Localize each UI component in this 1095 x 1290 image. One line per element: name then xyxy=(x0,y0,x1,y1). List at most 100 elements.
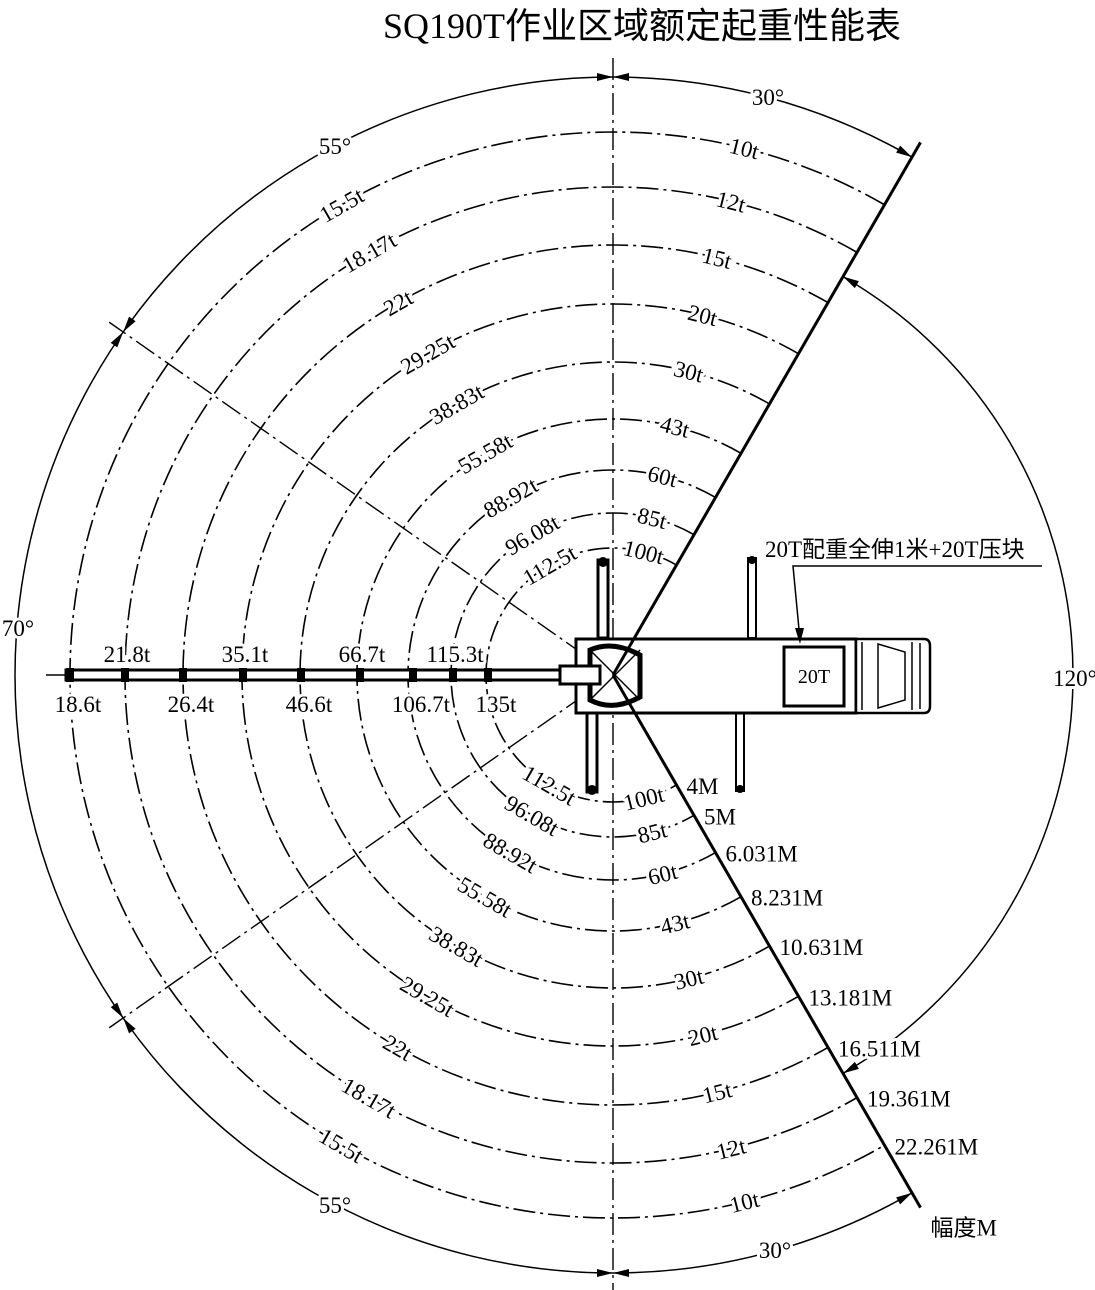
boom-section-joint xyxy=(121,668,129,682)
load-label-top-right: 10t xyxy=(727,133,762,165)
dimension-arrow-icon xyxy=(843,276,859,289)
load-label-front: 46.6t xyxy=(286,692,333,717)
radius-label: 22.261M xyxy=(895,1134,979,1159)
load-label-bottom-right: 20t xyxy=(686,1020,721,1052)
load-label-top-right: 30t xyxy=(671,356,706,388)
load-label-front: 35.1t xyxy=(222,642,269,667)
boom xyxy=(64,668,578,682)
cab xyxy=(854,637,932,715)
boom-section-joint xyxy=(356,668,364,682)
outrigger-rear-right xyxy=(735,712,745,792)
load-label-top-right: 60t xyxy=(645,461,680,493)
load-label-bottom-right: 10t xyxy=(727,1187,762,1219)
boom-section-joint xyxy=(449,668,457,682)
counterweight-box xyxy=(782,645,846,708)
load-label-top-right: 85t xyxy=(635,503,670,535)
outrigger-pad xyxy=(587,785,597,795)
dimension-arc-rear xyxy=(842,275,1074,1075)
outrigger-pad xyxy=(736,785,744,793)
load-label-bottom-left: 15.5t xyxy=(315,1123,368,1168)
load-label-top-left: 15.5t xyxy=(315,182,368,227)
dimension-arc-outer xyxy=(14,76,913,1274)
load-label-top-left: 38.83t xyxy=(425,379,488,430)
sector-boundary-line xyxy=(611,674,922,1209)
dimension-arrow-icon xyxy=(123,1017,136,1034)
boom-base xyxy=(558,664,602,686)
load-label-top-right: 100t xyxy=(621,535,667,569)
load-label-bottom-right: 30t xyxy=(672,963,707,995)
load-label-front: 115.3t xyxy=(426,642,484,667)
counterweight-box-label: 20T xyxy=(798,666,830,688)
angle-label-front: 70° xyxy=(2,616,34,641)
load-label-front: 21.8t xyxy=(104,642,151,667)
chart-title: SQ190T作业区域额定起重性能表 xyxy=(383,6,901,46)
counterweight-note-text: 20T配重全伸1米+20T压块 xyxy=(765,537,1025,562)
leader-arrow-icon xyxy=(795,628,804,644)
radius-label: 19.361M xyxy=(867,1087,951,1112)
boom-section-joint xyxy=(239,668,247,682)
load-label-top-left: 29.25t xyxy=(396,328,459,379)
boom-section-joint xyxy=(66,668,74,682)
load-label-top-right: 20t xyxy=(685,300,720,332)
load-label-front: 66.7t xyxy=(339,642,386,667)
load-label-front: 18.6t xyxy=(55,692,102,717)
boom-section-joint xyxy=(484,668,492,682)
load-arc xyxy=(299,361,770,989)
radius-label: 5M xyxy=(704,804,736,829)
angle-label-top-left: 55° xyxy=(319,134,351,159)
load-arc xyxy=(182,244,829,1106)
counterweight-note: 20T配重全伸1米+20T压块 xyxy=(762,534,1042,644)
load-label-bottom-right: 100t xyxy=(621,781,667,815)
radius-label: 6.031M xyxy=(726,842,798,867)
sector-boundary-dashed xyxy=(108,674,614,1029)
dimension-arrow-icon xyxy=(110,1002,124,1018)
dimension-arrow-icon xyxy=(896,145,912,158)
load-label-bottom-left: 38.83t xyxy=(425,921,488,972)
load-label-bottom-right: 15t xyxy=(700,1077,735,1109)
angle-dimensions: 30°55°70°55°30°120° xyxy=(0,73,1095,1277)
load-label-top-right: 12t xyxy=(714,186,749,218)
radius-label: 8.231M xyxy=(751,886,823,911)
crane-top-view: 20T xyxy=(46,556,932,795)
radius-label: 10.631M xyxy=(780,935,864,960)
load-label-top-right: 15t xyxy=(700,243,735,275)
sector-boundary-line xyxy=(611,141,922,676)
outrigger-front-left xyxy=(596,558,610,640)
boom-section-joint xyxy=(179,668,187,682)
dimension-arrow-icon xyxy=(597,73,613,81)
load-label-bottom-left: 55.58t xyxy=(453,872,516,923)
boom-section-joint xyxy=(409,668,417,682)
radius-label: 16.511M xyxy=(838,1036,921,1061)
load-arc xyxy=(450,512,695,838)
load-label-bottom-left: 18.17t xyxy=(337,1073,400,1124)
dimension-arrow-icon xyxy=(123,316,136,333)
load-label-top-left: 88.92t xyxy=(479,472,542,523)
radius-label: 4M xyxy=(687,774,719,799)
load-label-top-left: 18.17t xyxy=(338,227,401,278)
angle-label-bottom-right: 30° xyxy=(759,1238,791,1263)
dimension-arrow-icon xyxy=(843,1061,859,1074)
outrigger-front-right xyxy=(585,710,599,794)
angle-label-bottom-left: 55° xyxy=(319,1193,351,1218)
sector-boundary-dashed xyxy=(108,321,614,676)
radius-label: 13.181M xyxy=(809,985,893,1010)
sector-boundary-lines xyxy=(611,141,922,1209)
radius-axis-label: 幅度M xyxy=(931,1216,997,1241)
load-label-front: 106.7t xyxy=(392,692,451,717)
load-label-top-right: 43t xyxy=(658,411,693,443)
load-label-bottom-right: 60t xyxy=(645,859,680,891)
load-label-bottom-right: 85t xyxy=(635,817,670,849)
load-label-bottom-left: 88.92t xyxy=(479,828,542,879)
outrigger-pad xyxy=(748,556,756,564)
boom-section-joint xyxy=(297,668,305,682)
dimension-arrow-icon xyxy=(613,73,629,81)
angle-label-rear: 120° xyxy=(1053,666,1095,691)
dimension-arrow-icon xyxy=(613,1269,629,1277)
cab-detail xyxy=(861,642,921,710)
load-label-front: 135t xyxy=(476,692,518,717)
dimension-arrow-icon xyxy=(896,1192,912,1205)
load-label-bottom-left: 22t xyxy=(379,1030,417,1067)
outrigger-rear-left xyxy=(747,557,757,639)
load-label-front: 26.4t xyxy=(168,692,215,717)
